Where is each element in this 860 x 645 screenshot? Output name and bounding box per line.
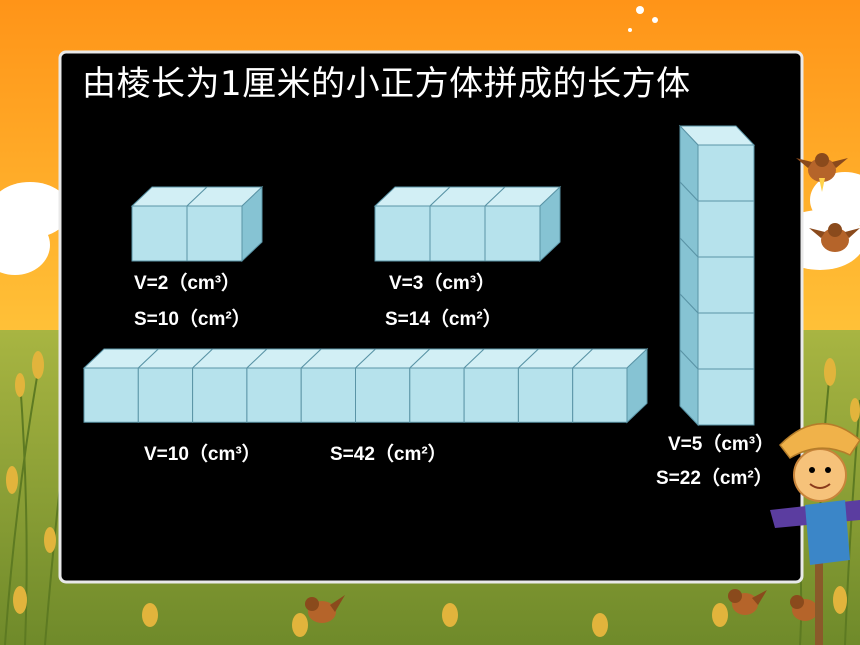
prism-3-surface-label: S=42（cm²） [330,444,447,465]
cube-front-face [697,200,755,258]
cube-front-face [572,367,628,423]
cube-front-face [463,367,519,423]
cube-front-face [374,205,431,262]
prism-2-surface-label: S=14（cm²） [385,309,502,330]
cube-front-face [131,205,188,262]
cube-side-face [241,185,263,263]
prism-3-volume-label: V=10（cm³） [144,444,261,465]
sparrow-icon [790,595,818,621]
cube-front-face [697,368,755,426]
cube-front-face [300,367,356,423]
prism-1-volume-label: V=2（cm³） [134,273,241,294]
cube-front-face [429,205,486,262]
cube-front-face [192,367,248,423]
cube-front-face [409,367,465,423]
cube-front-face [517,367,574,423]
prism-3 [82,347,649,424]
prism-4-volume-label: V=5（cm³） [668,434,775,455]
cube-front-face [137,367,194,423]
blackboard [58,50,804,584]
sparrow-icon [728,589,767,615]
cube-front-face [697,144,755,202]
scarecrow-icon [770,423,860,645]
sparrow-icon [305,595,345,623]
cube-front-face [484,205,541,262]
cube-front-face [697,312,755,370]
prism-1 [130,185,264,263]
prism-2-volume-label: V=3（cm³） [389,273,496,294]
cube-front-face [186,205,243,262]
prism-4-surface-label: S=22（cm²） [656,468,773,489]
sparrow-icon [809,223,860,252]
cube-front-face [355,367,411,423]
prism-layer [82,124,756,427]
cube-side-face [626,347,648,424]
slide-title: 由棱长为1厘米的小正方体拼成的长方体 [82,64,691,104]
sparrow-icon [796,153,848,192]
cube-front-face [697,256,755,314]
cube-front-face [246,367,302,423]
prism-1-surface-label: S=10（cm²） [134,309,251,330]
prism-2 [373,185,562,263]
cube-side-face [539,185,561,263]
cube-front-face [83,367,139,423]
sparkle-icon [628,6,658,32]
prism-4 [678,124,756,427]
